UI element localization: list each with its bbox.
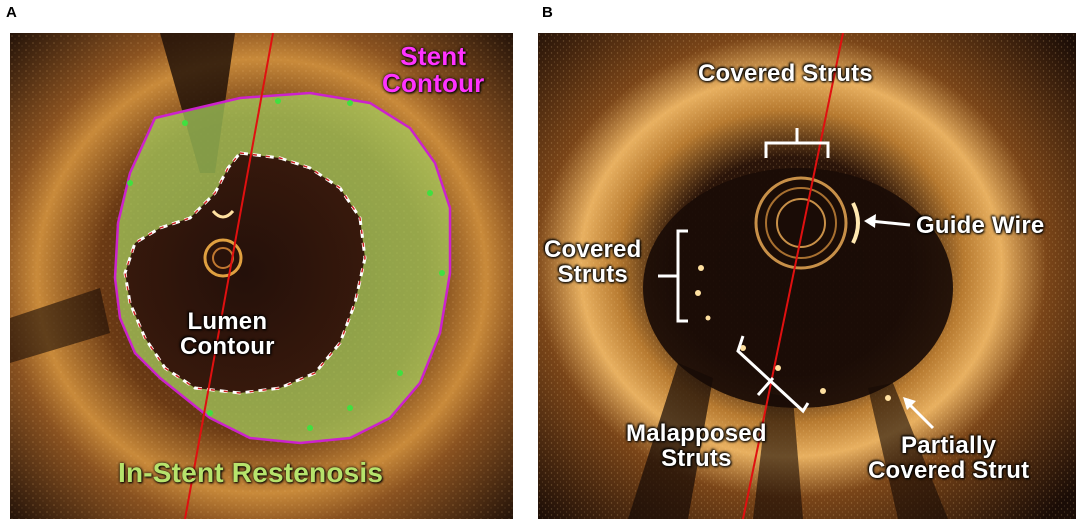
guide-line: [742, 33, 844, 519]
covered-struts-left-label: Covered Struts: [544, 236, 642, 289]
covered-struts-left-line1: Covered: [544, 236, 642, 263]
malapposed-struts-label: Malapposed Struts: [626, 420, 767, 473]
partially-covered-arrow: [903, 397, 935, 430]
stent-contour-line1: Stent: [400, 41, 467, 71]
struts: [695, 265, 891, 401]
guide-wire-label: Guide Wire: [916, 212, 1045, 239]
catheter-ring: [754, 176, 848, 270]
guide-wire-artifact: [211, 209, 235, 219]
covered-struts-left-line2: Struts: [557, 261, 628, 289]
malapposed-line1: Malapposed: [626, 420, 767, 447]
panel-b-image: Covered Struts Guide Wire Covered Struts…: [538, 33, 1076, 519]
partially-line1: Partially: [901, 432, 997, 459]
panel-b-letter: B: [542, 4, 553, 21]
stent-struts: [127, 98, 445, 431]
guide-wire-arrow: [864, 214, 911, 228]
panel-a-oct-image: [10, 33, 513, 519]
partially-line2: Covered Strut: [868, 457, 1030, 485]
panel-a-image: Stent Contour Lumen Contour In-Stent Res…: [10, 33, 513, 519]
lumen-contour-label: Lumen Contour: [180, 308, 275, 361]
malapposed-line2: Struts: [661, 445, 732, 473]
covered-struts-top-bracket: [764, 128, 830, 158]
stent-contour-line2: Contour: [382, 68, 485, 99]
covered-struts-left-bracket: [658, 229, 688, 323]
panel-b-oct-image: [538, 33, 1076, 519]
catheter-ring: [203, 238, 243, 278]
malapposed-bracket: [736, 335, 810, 414]
lumen-dark: [643, 168, 953, 408]
covered-struts-top-label: Covered Struts: [698, 60, 873, 87]
stent-contour-label: Stent Contour: [382, 41, 485, 99]
lumen-contour-line1: Lumen: [187, 308, 268, 335]
panel-a-letter: A: [6, 4, 17, 21]
guide-line: [184, 33, 274, 519]
partially-covered-strut-label: Partially Covered Strut: [868, 432, 1030, 485]
lumen-contour-line2: Contour: [180, 333, 275, 361]
guide-wire-artifact: [851, 202, 860, 244]
in-stent-restenosis-label: In-Stent Restenosis: [118, 457, 384, 488]
